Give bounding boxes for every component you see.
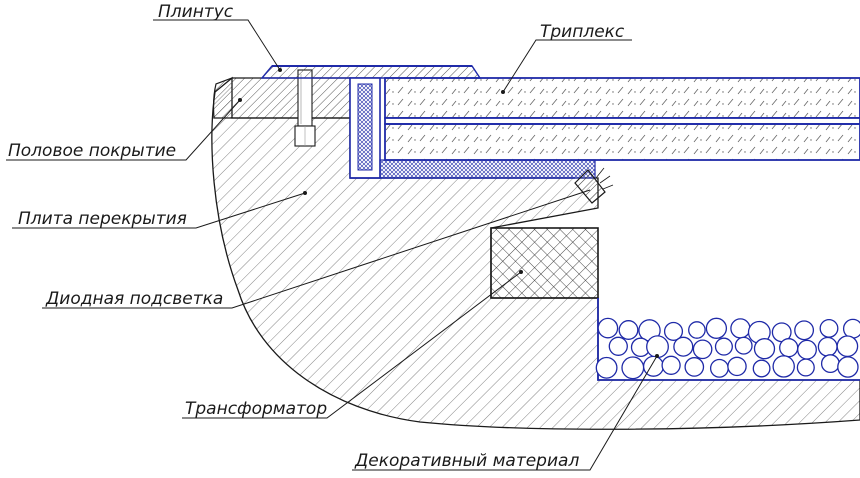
pebble xyxy=(727,356,747,377)
triplex-glass xyxy=(384,77,860,161)
pebble xyxy=(595,356,618,379)
pebble xyxy=(705,317,728,339)
pebble xyxy=(714,337,733,356)
pebble xyxy=(734,336,753,355)
plinth xyxy=(260,65,482,79)
screw xyxy=(294,69,316,147)
label-plinth: Плинтус xyxy=(158,2,234,22)
leader-lines xyxy=(6,19,658,471)
label-floor-covering: Половое покрытие xyxy=(8,141,176,161)
glass-frame-profile xyxy=(349,77,596,179)
pebble xyxy=(817,336,838,357)
pebble xyxy=(836,335,859,358)
label-transformer: Трансформатор xyxy=(185,399,327,419)
pebble xyxy=(730,318,751,339)
pebble xyxy=(779,338,799,358)
pebble xyxy=(842,318,860,339)
pebble xyxy=(692,339,713,360)
pebble xyxy=(837,356,859,378)
pebble xyxy=(673,336,694,357)
decorative-material xyxy=(595,298,860,381)
label-floor-slab: Плита перекрытия xyxy=(18,209,187,229)
pebble xyxy=(796,358,815,377)
pebble xyxy=(709,358,729,378)
pebble xyxy=(819,318,839,338)
label-triplex: Триплекс xyxy=(540,22,625,42)
pebble xyxy=(772,355,795,378)
pebble xyxy=(753,338,776,360)
pebble xyxy=(621,356,645,380)
label-decorative-material: Декоративный материал xyxy=(354,451,579,471)
pebble xyxy=(794,320,815,341)
pebble xyxy=(797,339,817,360)
floor-covering xyxy=(213,77,351,119)
transformer xyxy=(490,227,599,299)
pebble xyxy=(684,357,705,377)
pebble xyxy=(608,336,628,356)
pebble xyxy=(661,355,681,375)
pebble xyxy=(663,321,684,341)
pebble xyxy=(820,354,840,374)
pebble xyxy=(688,321,706,339)
pebble xyxy=(618,320,639,340)
leader-dots xyxy=(238,68,659,358)
pebble xyxy=(597,317,619,339)
pebble xyxy=(752,359,771,378)
diode-lighting xyxy=(574,167,614,204)
label-diode-lighting: Диодная подсветка xyxy=(45,289,223,309)
